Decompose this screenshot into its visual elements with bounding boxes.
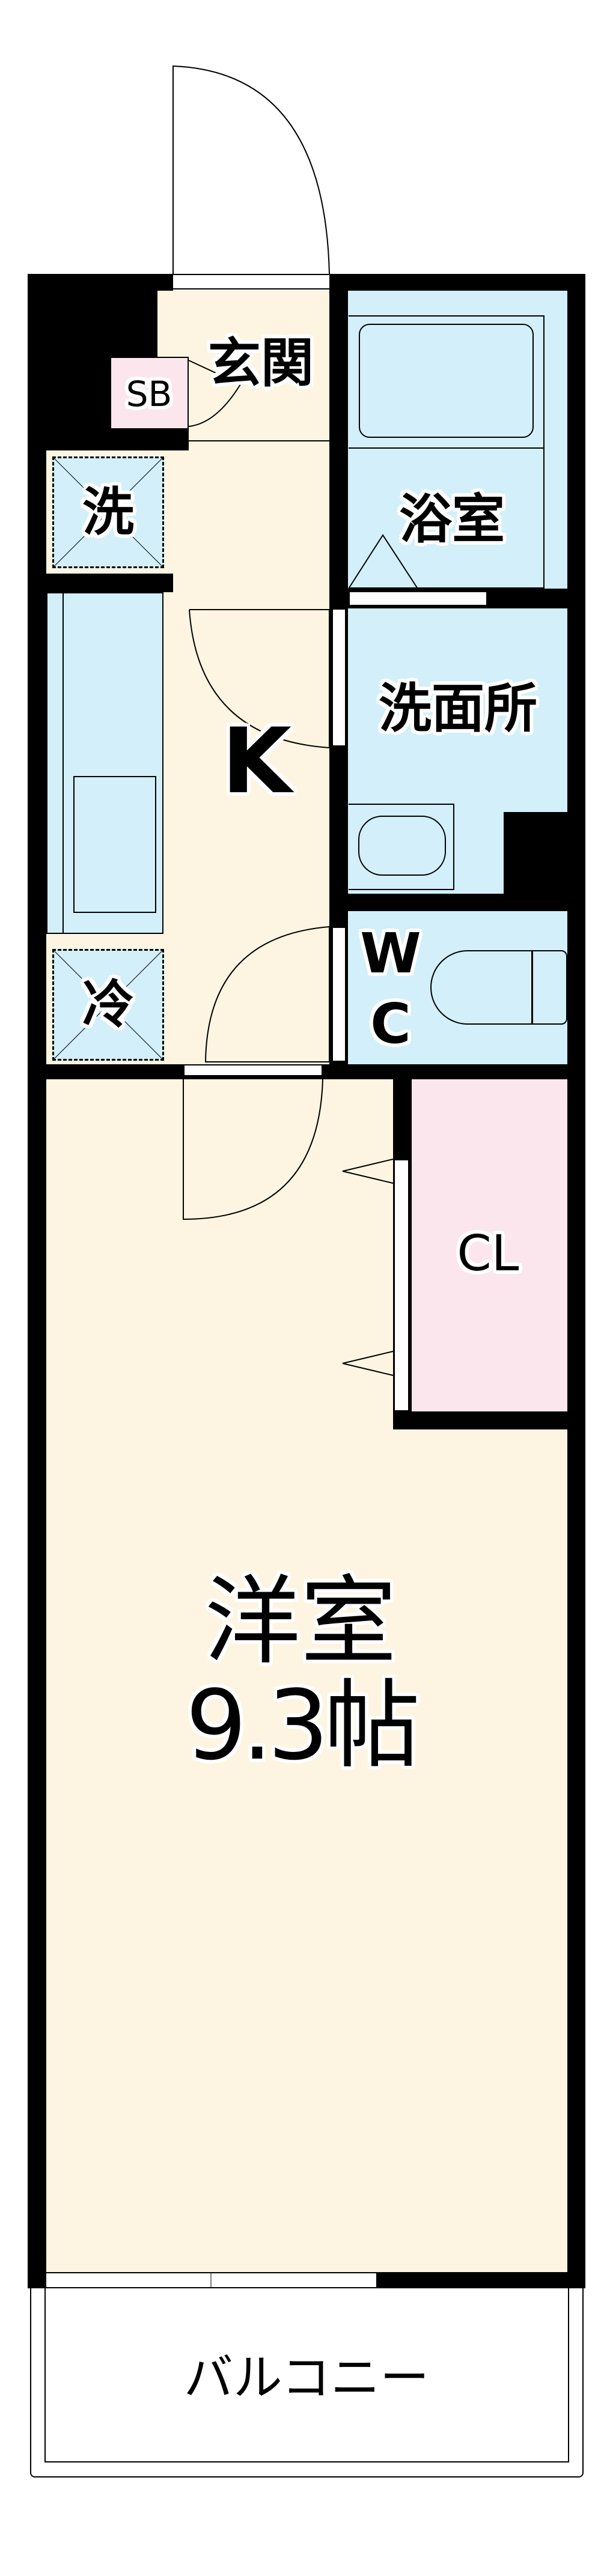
toilet-bowl <box>430 950 567 1025</box>
label-washroom: 洗面所 <box>378 677 538 739</box>
washbasin-bowl <box>358 816 446 876</box>
entrance-door-swing <box>172 65 330 274</box>
wall-shoebox-bottom <box>46 429 189 450</box>
bathtub <box>359 324 534 438</box>
room-door-sill <box>183 1064 323 1076</box>
toilet-tank-line <box>531 950 533 1025</box>
label-entrance: 玄関 <box>207 332 314 394</box>
kitchen-floor <box>163 444 329 1064</box>
counter-edge <box>63 592 64 934</box>
balcony-outline <box>30 2288 584 2478</box>
label-washer: 洗 <box>82 482 134 542</box>
washroom-door-swing <box>189 609 330 749</box>
bath-inner-outline <box>349 315 545 589</box>
room-door-swing <box>183 1079 323 1220</box>
shoe-box <box>110 357 189 429</box>
label-toilet-c: C <box>370 992 411 1056</box>
closet-door-mark-2 <box>342 1351 394 1376</box>
wall-closet-bottom <box>393 1411 567 1429</box>
label-western-room-size: 9.3帖 <box>185 1669 420 1781</box>
toilet-door <box>332 927 346 1062</box>
bath-divider <box>349 447 545 449</box>
wall-left <box>28 274 46 2288</box>
bath-door-mark <box>348 534 418 589</box>
shoebox-door-swing <box>188 360 242 427</box>
label-shoe-box: SB <box>126 374 172 414</box>
label-closet: CL <box>457 1225 519 1282</box>
wall-top-right <box>329 274 585 291</box>
washbasin-counter <box>349 804 454 890</box>
kitchen-counter <box>46 592 163 934</box>
entrance-door-sill <box>173 274 329 289</box>
label-toilet-w: W <box>360 921 421 986</box>
balcony-inner-outline <box>44 2288 569 2462</box>
washroom-door <box>332 608 346 747</box>
closet-door-mark-1 <box>342 1159 394 1184</box>
wall-right <box>567 274 585 2288</box>
bath-door <box>349 591 487 606</box>
wall-bottom-right <box>376 2272 585 2288</box>
wall-top-left <box>28 274 173 291</box>
wall-washroom-toilet <box>348 894 567 911</box>
label-bath: 浴室 <box>398 488 505 550</box>
wall-washer-bottom <box>46 574 173 592</box>
toilet-door-swing <box>204 926 330 1062</box>
bathroom-floor <box>348 291 567 589</box>
label-western-room: 洋室 <box>204 1565 397 1677</box>
label-kitchen: K <box>221 709 292 814</box>
kitchen-sink <box>73 776 156 913</box>
closet-floor <box>412 1079 567 1411</box>
label-fridge: 冷 <box>82 975 134 1035</box>
label-balcony: バルコニー <box>183 2350 430 2407</box>
closet-sliding-door <box>394 1159 409 1411</box>
wall-washroom-block <box>504 812 567 894</box>
